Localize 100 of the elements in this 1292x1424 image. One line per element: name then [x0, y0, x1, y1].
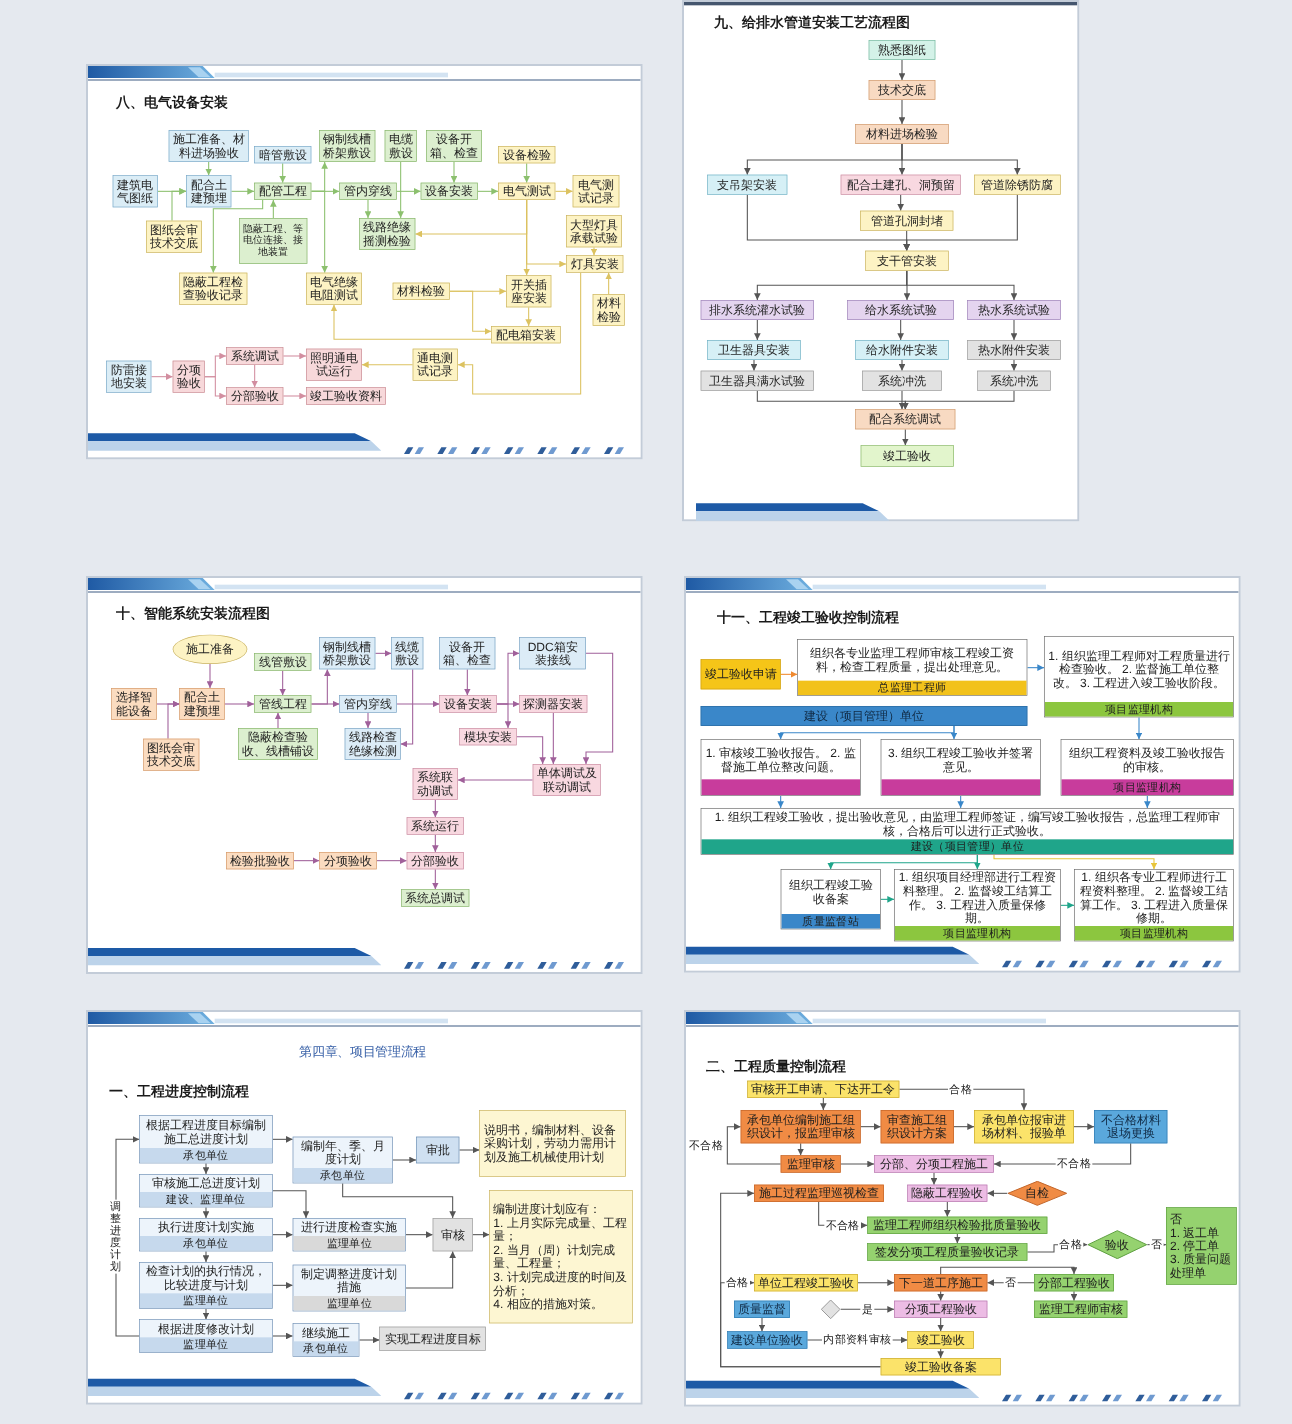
- arrow: [359, 1336, 381, 1344]
- arrow: [901, 428, 908, 446]
- arrow: [896, 194, 904, 212]
- arrow: [396, 700, 441, 707]
- arrow: [472, 1231, 491, 1238]
- arrow: [776, 796, 784, 810]
- diamond-shape: [820, 1299, 840, 1320]
- arrow: [898, 390, 905, 410]
- arrow: [986, 1190, 1008, 1197]
- arrow: [283, 352, 308, 359]
- arrow: [524, 162, 531, 183]
- process-box: [140, 1262, 274, 1309]
- arrow: [953, 1233, 960, 1244]
- arrow: [898, 99, 905, 125]
- arrow: [936, 1290, 944, 1302]
- arrow: [203, 1250, 210, 1263]
- arrow: [606, 271, 613, 294]
- arrow: [451, 160, 458, 183]
- arrow: [819, 1097, 826, 1111]
- arrow: [450, 290, 493, 334]
- process-box: [893, 870, 1060, 942]
- arrow: [900, 143, 1020, 176]
- arrow: [478, 187, 500, 194]
- arrow: [839, 1160, 874, 1168]
- arrow: [719, 1279, 881, 1368]
- arrow: [458, 776, 534, 783]
- arrow: [1072, 1123, 1094, 1130]
- arrow: [898, 1088, 1027, 1111]
- arrow: [898, 359, 905, 372]
- slide-panel: [681, 0, 1079, 522]
- process-box: [1043, 636, 1234, 718]
- arrow: [896, 319, 904, 341]
- process-box: [140, 1115, 274, 1164]
- arrow: [311, 190, 329, 273]
- arrow: [1143, 796, 1150, 810]
- arrow: [280, 162, 287, 183]
- arrow: [272, 1190, 310, 1219]
- note-box: [1165, 1207, 1236, 1285]
- arrow: [168, 700, 181, 739]
- arrow: [396, 187, 422, 194]
- arrow: [362, 360, 414, 368]
- arrow: [526, 198, 568, 267]
- arrow: [203, 1308, 210, 1320]
- arrow: [204, 375, 228, 399]
- arrow: [294, 856, 321, 864]
- arrow: [458, 271, 582, 394]
- arrow: [272, 1282, 294, 1289]
- arrow: [879, 896, 894, 904]
- process-box: [140, 1319, 274, 1353]
- arrow: [432, 868, 440, 890]
- arrow: [726, 1123, 781, 1165]
- arrow: [270, 198, 278, 218]
- process-box: [293, 1264, 407, 1312]
- slide-panel: [86, 1010, 644, 1405]
- arrow: [365, 198, 372, 218]
- process-box: [880, 740, 1040, 797]
- arrow: [936, 1348, 944, 1359]
- arrow: [1010, 319, 1017, 341]
- arrow: [375, 649, 393, 656]
- arrow: [365, 711, 372, 728]
- arrow: [952, 1123, 974, 1130]
- arrow: [224, 700, 256, 707]
- arrow: [280, 669, 287, 696]
- arrow: [526, 306, 533, 326]
- arrow: [750, 359, 757, 372]
- arrow: [252, 363, 259, 388]
- process-box: [293, 1218, 407, 1252]
- arrow: [432, 798, 440, 818]
- arrow: [272, 1231, 294, 1238]
- arrow: [973, 854, 980, 871]
- arrow: [406, 1231, 434, 1238]
- slide-panel: [683, 576, 1240, 974]
- arrow: [901, 390, 1014, 410]
- arrow: [859, 1123, 881, 1130]
- slide-panel: [683, 1010, 1240, 1407]
- arrow: [272, 1332, 294, 1340]
- arrow: [1146, 1241, 1166, 1248]
- arrow: [939, 1266, 1077, 1275]
- process-box: [1073, 870, 1234, 942]
- arrow: [172, 187, 188, 221]
- arrow: [779, 671, 798, 679]
- process-box: [293, 1136, 394, 1184]
- arrow: [956, 796, 964, 810]
- arrow: [583, 652, 614, 764]
- arrow: [856, 1279, 894, 1286]
- arrow: [464, 668, 472, 696]
- arrow: [392, 1156, 418, 1164]
- process-box: [140, 1174, 274, 1208]
- arrow: [283, 392, 308, 399]
- process-box: [780, 870, 880, 930]
- arrow: [753, 319, 760, 341]
- arrow: [376, 856, 408, 864]
- note-box: [490, 1190, 634, 1324]
- arrow: [930, 1172, 937, 1186]
- arrow: [550, 711, 558, 764]
- arrow: [311, 668, 332, 704]
- process-box: [700, 808, 1234, 856]
- arrow: [1059, 902, 1074, 910]
- arrow: [231, 187, 256, 194]
- arrow: [936, 1317, 944, 1332]
